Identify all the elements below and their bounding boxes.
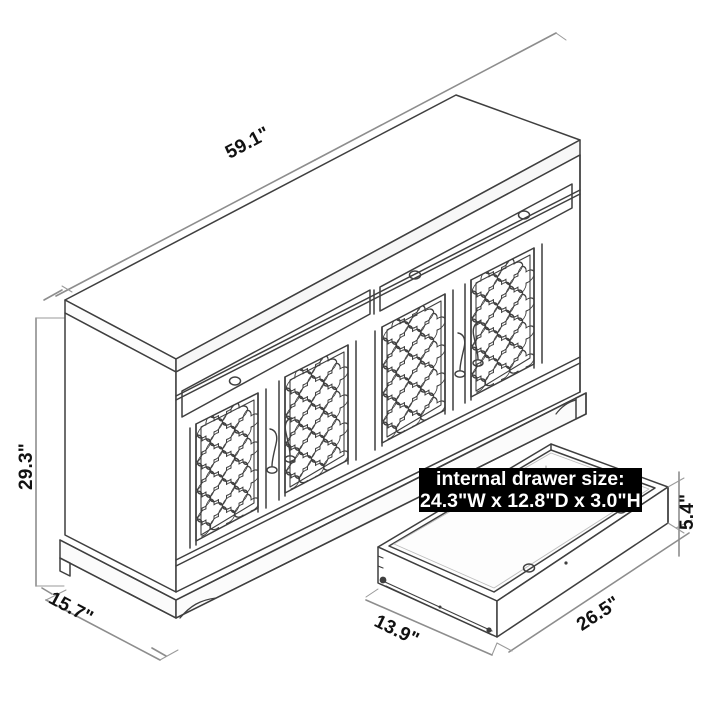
drawer-height-label: 5.4" [677, 493, 698, 530]
cabinet-carcass [59, 94, 587, 619]
callout-line-1: internal drawer size: [420, 468, 641, 491]
door-handles [266, 321, 484, 474]
drawer-knobs [228, 210, 531, 386]
cabinet-height-label: 29.3" [16, 443, 37, 490]
callout-line-2: 24.3"W x 12.8"D x 3.0"H [420, 490, 641, 513]
internal-drawer-size-callout: internal drawer size: 24.3"W x 12.8"D x … [419, 468, 642, 513]
extension-lines [35, 32, 567, 661]
drawer-dimension-lines [365, 471, 690, 656]
